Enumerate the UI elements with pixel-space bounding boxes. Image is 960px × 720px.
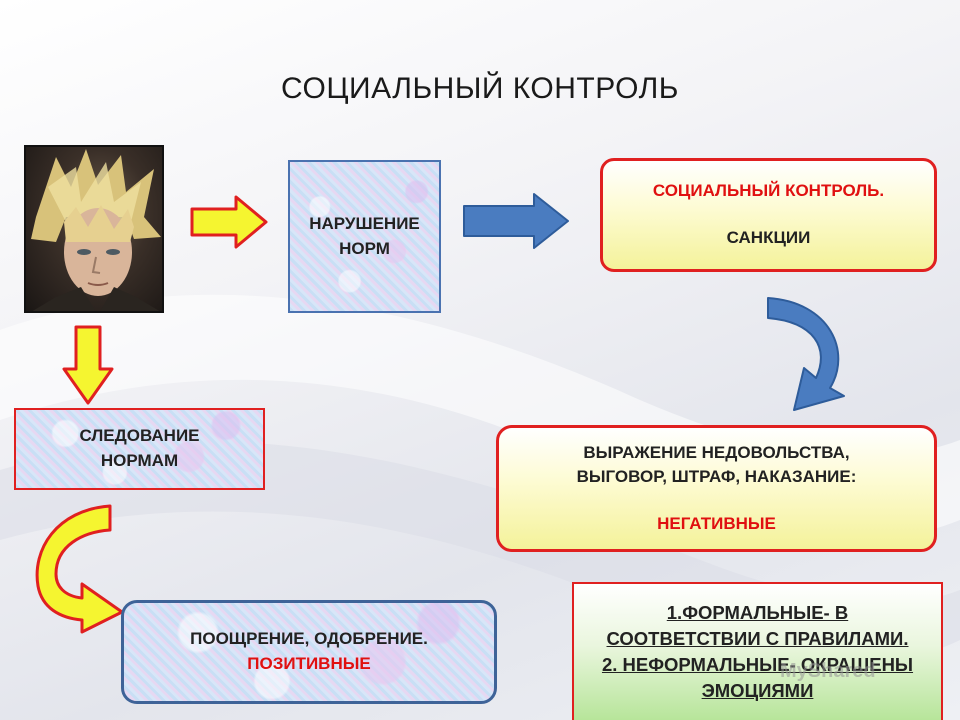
norm-violation-box: НАРУШЕНИЕ НОРМ (288, 160, 441, 313)
positive-line1: ПООЩРЕНИЕ, ОДОБРЕНИЕ. (190, 629, 428, 649)
formal-line2: СООТВЕТСТВИИ С ПРАВИЛАМИ. (606, 628, 909, 650)
negative-line1: ВЫРАЖЕНИЕ НЕДОВОЛЬСТВА, (583, 442, 850, 462)
sanctions-label: САНКЦИИ (726, 228, 811, 247)
yellow-curved-arrow (35, 504, 124, 634)
positive-label: ПОЗИТИВНЫЕ (247, 654, 371, 673)
negative-label: НЕГАТИВНЫЕ (657, 513, 776, 533)
yellow-right-arrow (190, 195, 268, 249)
social-control-heading: СОЦИАЛЬНЫЙ КОНТРОЛЬ. (652, 181, 885, 201)
watermark-logo: MyShared (780, 660, 876, 682)
social-control-sanctions-box: СОЦИАЛЬНЫЙ КОНТРОЛЬ. САНКЦИИ (600, 158, 937, 272)
blue-curved-arrow (767, 297, 845, 411)
formal-line1: 1.ФОРМАЛЬНЫЕ- В (666, 602, 849, 624)
formal-informal-box: 1.ФОРМАЛЬНЫЕ- В СООТВЕТСТВИИ С ПРАВИЛАМИ… (572, 582, 943, 720)
page-title: СОЦИАЛЬНЫЙ КОНТРОЛЬ (281, 72, 679, 105)
norm-violation-line1: НАРУШЕНИЕ (309, 213, 420, 233)
negative-sanctions-box: ВЫРАЖЕНИЕ НЕДОВОЛЬСТВА, ВЫГОВОР, ШТРАФ, … (496, 425, 937, 552)
formal-line3: 2. НЕФОРМАЛЬНЫЕ- ОКРАШЕНЫ (601, 654, 914, 675)
following-norms-line2: НОРМАМ (100, 451, 179, 470)
following-norms-box: СЛЕДОВАНИЕ НОРМАМ (14, 408, 265, 490)
following-norms-line1: СЛЕДОВАНИЕ (79, 426, 200, 446)
norm-violation-line2: НОРМ (339, 238, 390, 258)
formal-line4: ЭМОЦИЯМИ (701, 679, 814, 701)
yellow-down-arrow (62, 325, 114, 405)
blue-right-arrow (463, 193, 569, 249)
negative-line2: ВЫГОВОР, ШТРАФ, НАКАЗАНИЕ: (576, 467, 857, 487)
character-portrait (24, 145, 164, 313)
positive-sanctions-box: ПООЩРЕНИЕ, ОДОБРЕНИЕ. ПОЗИТИВНЫЕ (121, 600, 497, 704)
